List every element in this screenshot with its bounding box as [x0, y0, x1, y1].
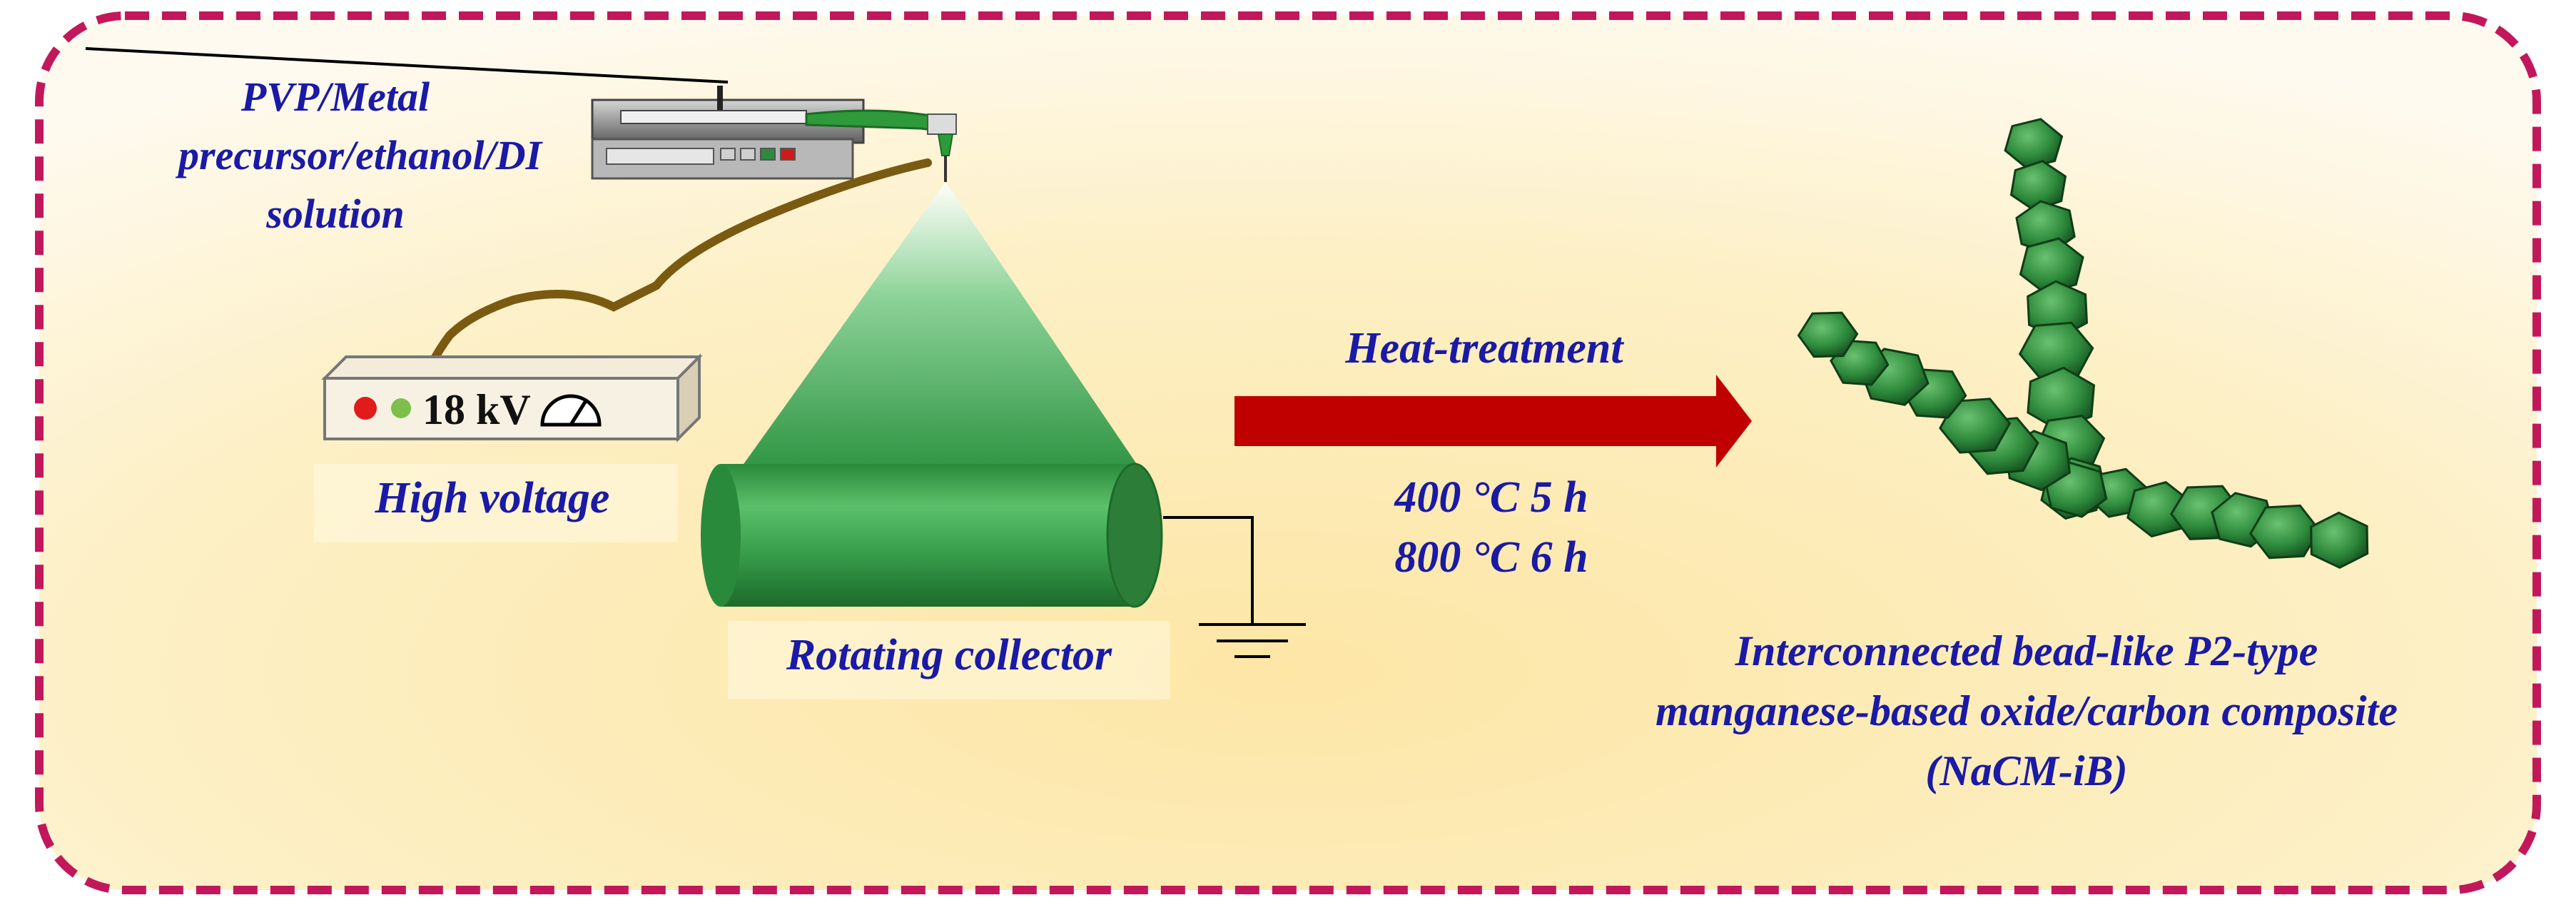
bead-particle: [1939, 398, 2012, 454]
solution-label: PVP/Metal precursor/ethanol/DI solution: [178, 68, 542, 243]
label-backdrop: [728, 621, 1170, 699]
process-arrow: [1234, 375, 1752, 467]
product-label-line: manganese-based oxide/carbon composite: [1655, 687, 2398, 734]
solution-label-line: solution: [266, 191, 405, 237]
process-label: Heat-treatment: [1345, 324, 1623, 373]
rotating-collector-icon: [701, 462, 1163, 608]
product-label-line: Interconnected bead-like P2-type: [1735, 627, 2318, 674]
condition-line: 400 °C 5 h: [1394, 473, 1588, 522]
product-label: Interconnected bead-like P2-type mangane…: [1534, 621, 2519, 801]
ground-icon: [1163, 516, 1306, 658]
label-backdrop: [314, 464, 678, 542]
voltage-readout: 18 kV: [422, 386, 531, 433]
bead-particle: [1797, 311, 1859, 358]
condition-line: 800 °C 6 h: [1394, 533, 1588, 582]
collector-label: Rotating collector: [786, 631, 1112, 679]
solution-label-line: precursor/ethanol/DI: [178, 132, 542, 178]
gauge-icon: [540, 394, 602, 427]
bead-particle: [2248, 504, 2321, 560]
bead-particle: [2310, 511, 2369, 569]
high-voltage-label: High voltage: [375, 474, 610, 522]
background-panel: [35, 11, 2541, 894]
solution-label-line: PVP/Metal: [240, 74, 430, 120]
product-label-line: (NaCM-iB): [1925, 747, 2128, 794]
cable: [427, 158, 932, 368]
nanofiber-icon: [1797, 118, 2369, 569]
electrospray-cone: [739, 182, 1156, 500]
power-supply-icon: [321, 353, 703, 443]
syringe-pump-icon: [85, 47, 957, 182]
conditions-label: 400 °C 5 h 800 °C 6 h: [1284, 467, 1698, 587]
